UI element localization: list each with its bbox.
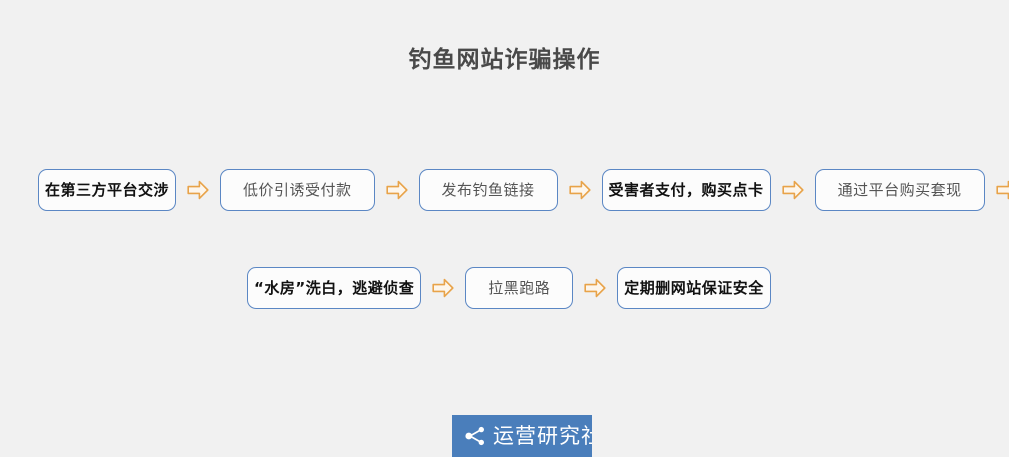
flow-node[interactable]: 定期删网站保证安全 — [617, 267, 771, 309]
flow-node[interactable]: “水房”洗白，逃避侦查 — [247, 267, 422, 309]
arrow-right-outline-icon — [995, 180, 1009, 200]
flow-node[interactable]: 发布钓鱼链接 — [418, 169, 558, 211]
flow-row-2: “水房”洗白，逃避侦查 拉黑跑路 定期删网站保证安全 — [247, 266, 771, 310]
arrow-right-outline-icon — [385, 180, 408, 200]
watermark-label: 运营研究社 — [493, 423, 592, 448]
flow-node[interactable]: 低价引诱受付款 — [220, 169, 375, 211]
arrow-right-outline-icon — [568, 180, 591, 200]
flow-node[interactable]: 拉黑跑路 — [465, 267, 574, 309]
arrow-right-outline-icon — [781, 180, 804, 200]
page-title: 钓鱼网站诈骗操作 — [408, 47, 601, 73]
flow-row-1: 在第三方平台交涉 低价引诱受付款 发布钓鱼链接 受害者支付，购买点卡 通过平台购买套现 — [38, 168, 1009, 212]
watermark-logo: 运营研究社 — [452, 415, 592, 457]
arrow-right-outline-icon — [187, 180, 209, 200]
flow-node[interactable]: 通过平台购买套现 — [814, 169, 985, 211]
share-nodes-icon — [462, 423, 488, 449]
arrow-right-outline-icon — [432, 278, 454, 298]
flow-node[interactable]: 受害者支付，购买点卡 — [601, 169, 771, 211]
arrow-right-outline-icon — [584, 278, 606, 298]
flow-node[interactable]: 在第三方平台交涉 — [38, 169, 177, 211]
